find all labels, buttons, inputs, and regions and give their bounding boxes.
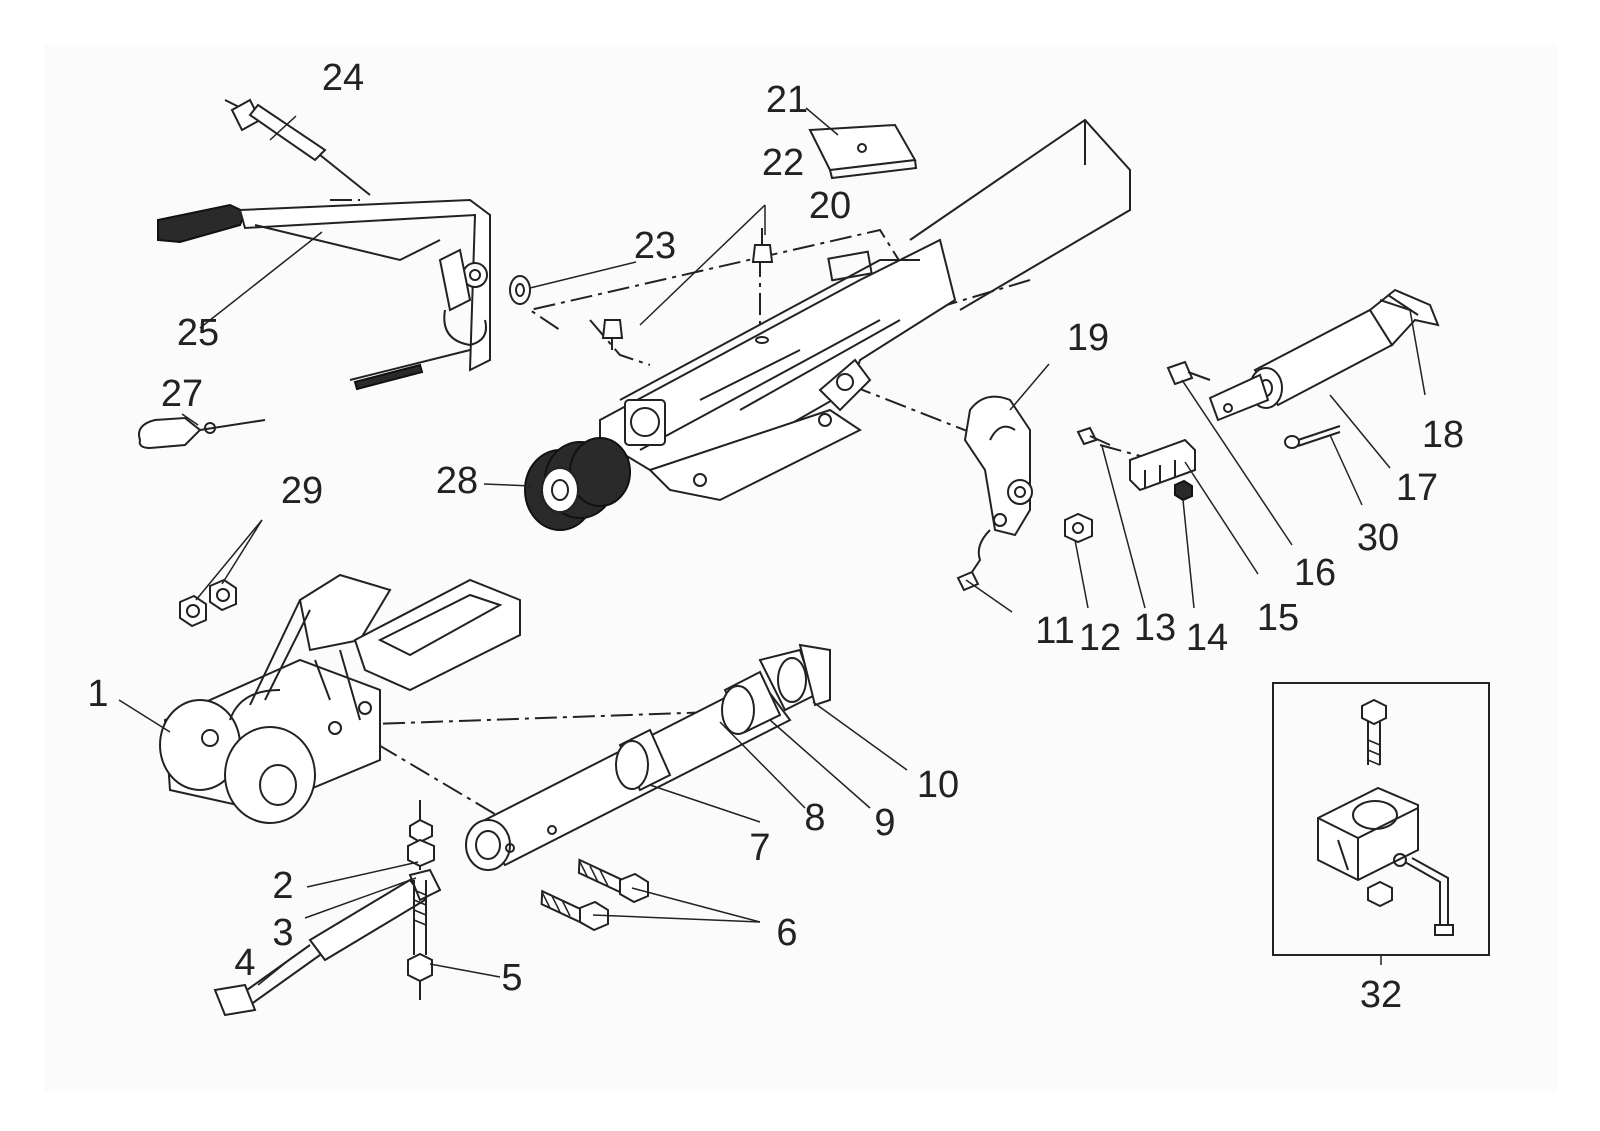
callout-28: 28 [436,460,478,502]
part-21-plate [808,123,918,180]
callout-11: 11 [1035,610,1074,652]
callout-24: 24 [322,57,364,99]
leader-lines [118,107,1426,986]
callout-9: 9 [874,802,895,844]
callout-1: 1 [87,673,108,715]
callout-10: 10 [917,764,959,806]
callout-labels: 1 2 3 4 5 6 7 8 9 10 11 12 13 14 15 16 1… [87,57,1464,1016]
part-22-grease-nipples [601,228,774,350]
callout-29: 29 [281,470,323,512]
callout-17: 17 [1396,467,1438,509]
part-14-nut [1174,479,1193,502]
part-2-3-nut-washer [407,805,435,868]
part-7-10-drawbar-tube [465,643,831,871]
callout-5: 5 [501,957,522,999]
part-30-split-pin [1284,425,1341,449]
callout-21: 21 [766,79,808,121]
callout-20: 20 [809,185,851,227]
callout-7: 7 [749,827,770,869]
callout-6: 6 [776,912,797,954]
callout-15: 15 [1257,597,1299,639]
callout-19: 19 [1067,317,1109,359]
callout-4: 4 [234,942,255,984]
part-32-inset-jockey-clamp [1272,682,1490,956]
part-24-bolt [224,98,371,196]
callout-23: 23 [634,225,676,267]
part-18-bracket [1368,288,1440,347]
part-23-washer [509,275,531,305]
callout-12: 12 [1079,617,1121,659]
callout-25: 25 [177,312,219,354]
callout-16: 16 [1294,552,1336,594]
part-15-clevis [1129,438,1196,492]
callout-18: 18 [1422,414,1464,456]
callout-2: 2 [272,865,293,907]
part-5-bolt [407,880,433,1000]
callout-22: 22 [762,142,804,184]
callout-32: 32 [1360,974,1402,1016]
callout-14: 14 [1186,617,1228,659]
callout-8: 8 [804,797,825,839]
callout-27: 27 [161,373,203,415]
callout-13: 13 [1134,607,1176,649]
part-29-nuts [179,578,237,628]
callout-3: 3 [272,912,293,954]
drawbar-housing [599,118,1131,502]
part-17-roller [1208,308,1394,422]
part-16-pin [1166,360,1211,386]
part-6-bolts [540,858,649,932]
part-13-screw [1076,426,1111,446]
callout-30: 30 [1357,517,1399,559]
part-25-handbrake-lever [157,198,491,391]
part-12-nut [1064,512,1093,544]
part-1-coupling-head [159,573,521,824]
part-19-brake-lever [963,395,1033,537]
part-28-damper-spring [524,437,631,531]
part-11-cable [956,529,991,592]
part-27-breakaway-cable [138,416,266,450]
